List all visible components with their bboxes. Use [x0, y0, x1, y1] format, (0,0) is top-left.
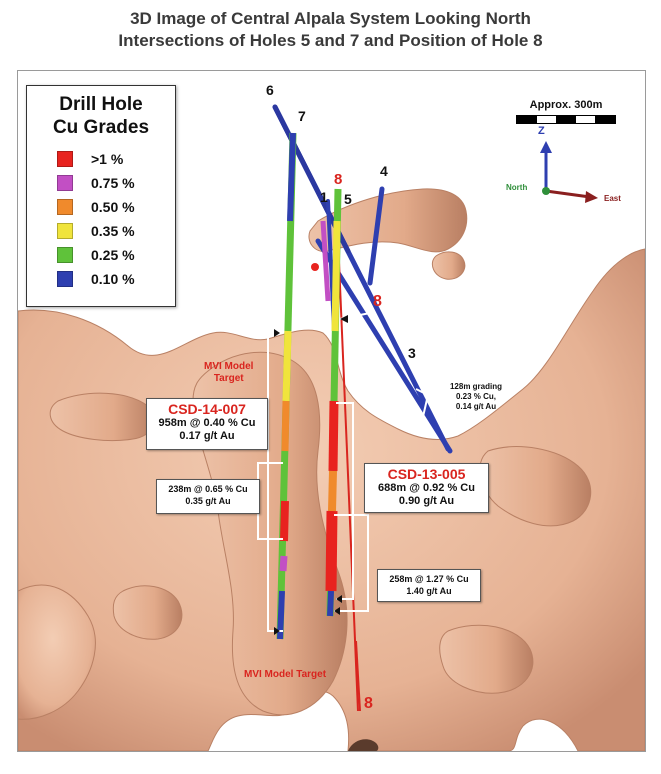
callout-line: 0.14 g/t Au — [437, 402, 515, 412]
callout-interval-238m: 238m @ 0.65 % Cu 0.35 g/t Au — [156, 479, 260, 514]
hole-label-5: 5 — [344, 191, 352, 207]
hole-label-8-bottom: 8 — [364, 695, 373, 713]
drill-hole-7-grade-orange — [285, 401, 286, 451]
legend-label: 0.50 % — [91, 199, 135, 215]
grade-legend: Drill Hole Cu Grades >1 % 0.75 % 0.50 % … — [26, 85, 176, 307]
callout-line: 1.40 g/t Au — [378, 585, 480, 597]
east-axis-label: East — [604, 194, 621, 203]
hole-label-8-top: 8 — [334, 171, 342, 188]
legend-label: >1 % — [91, 151, 123, 167]
legend-swatch — [57, 247, 73, 263]
callout-line: 0.90 g/t Au — [365, 495, 488, 508]
mvi-target-upper: MVI Model Target — [204, 361, 253, 385]
z-arrow-icon — [540, 141, 552, 153]
drill-hole-7-grade-magenta — [283, 556, 284, 571]
mvi-target-lower: MVI Model Target — [244, 669, 326, 680]
callout-csd-13-005: CSD-13-005 688m @ 0.92 % Cu 0.90 g/t Au — [364, 463, 489, 513]
callout-line: 128m grading — [437, 382, 515, 392]
legend-item: 0.35 % — [57, 219, 175, 243]
legend-label: 0.25 % — [91, 247, 135, 263]
drill-hole-1-red-spot — [311, 263, 319, 271]
callout-line: 0.17 g/t Au — [147, 430, 267, 443]
orientation-axes — [540, 141, 598, 203]
legend-item: 0.75 % — [57, 171, 175, 195]
legend-swatch — [57, 175, 73, 191]
legend-label: 0.35 % — [91, 223, 135, 239]
callout-interval-258m: 258m @ 1.27 % Cu 1.40 g/t Au — [377, 569, 481, 602]
callout-line: 0.35 g/t Au — [157, 495, 259, 507]
hole-label-7: 7 — [298, 108, 306, 124]
callout-line: 258m @ 1.27 % Cu — [378, 573, 480, 585]
east-axis — [546, 191, 590, 197]
drill-hole-7-grade-red — [284, 501, 285, 541]
hole-label-8-mid: 8 — [373, 293, 382, 311]
north-axis-dot — [542, 187, 550, 195]
legend-title-line2: Cu Grades — [27, 116, 175, 139]
callout-hole-id: CSD-14-007 — [147, 401, 267, 417]
mvi-target-upper-line2: Target — [204, 373, 253, 385]
east-arrow-icon — [585, 191, 598, 203]
drill-hole-5-grade-red-1 — [333, 401, 334, 471]
hole-label-4: 4 — [380, 163, 388, 179]
legend-swatch — [57, 223, 73, 239]
drill-hole-7-grade-yellow — [286, 331, 288, 401]
scale-bar-graphic — [516, 115, 616, 124]
legend-label: 0.10 % — [91, 271, 135, 287]
legend-item: 0.25 % — [57, 243, 175, 267]
figure-title-line2: Intersections of Holes 5 and 7 and Posit… — [0, 31, 661, 51]
z-axis-label: Z — [538, 125, 545, 137]
legend-item: 0.10 % — [57, 267, 175, 291]
legend-label: 0.75 % — [91, 175, 135, 191]
model-view: Drill Hole Cu Grades >1 % 0.75 % 0.50 % … — [17, 70, 646, 752]
mvi-target-upper-line1: MVI Model — [204, 361, 253, 373]
rock-knob-upper — [432, 252, 465, 279]
drill-hole-5-grade-red-2 — [331, 511, 332, 591]
hole-label-6: 6 — [266, 82, 274, 98]
callout-line: 238m @ 0.65 % Cu — [157, 483, 259, 495]
scale-bar: Approx. 300m — [506, 99, 626, 124]
legend-list: >1 % 0.75 % 0.50 % 0.35 % 0.25 % 0.10 % — [57, 147, 175, 291]
drill-hole-7-top — [290, 133, 293, 221]
callout-csd-14-007: CSD-14-007 958m @ 0.40 % Cu 0.17 g/t Au — [146, 398, 268, 450]
callout-line: 688m @ 0.92 % Cu — [365, 482, 488, 495]
figure-title-line1: 3D Image of Central Alpala System Lookin… — [0, 9, 661, 29]
drill-hole-5-grade-orange — [332, 471, 333, 511]
hole-label-3: 3 — [408, 345, 416, 361]
hole-label-1: 1 — [320, 189, 328, 205]
callout-interval-128m: 128m grading 0.23 % Cu, 0.14 g/t Au — [437, 382, 515, 418]
drill-hole-5-bottom — [330, 591, 331, 616]
legend-swatch — [57, 199, 73, 215]
callout-line: 0.23 % Cu, — [437, 392, 515, 402]
callout-hole-id: CSD-13-005 — [365, 466, 488, 482]
legend-item: 0.50 % — [57, 195, 175, 219]
legend-swatch — [57, 271, 73, 287]
scale-label: Approx. 300m — [506, 99, 626, 111]
callout-line: 958m @ 0.40 % Cu — [147, 417, 267, 430]
drill-hole-5-grade-yellow — [335, 221, 337, 331]
legend-title-line1: Drill Hole — [27, 93, 175, 116]
north-axis-label: North — [506, 183, 527, 192]
legend-item: >1 % — [57, 147, 175, 171]
legend-swatch — [57, 151, 73, 167]
